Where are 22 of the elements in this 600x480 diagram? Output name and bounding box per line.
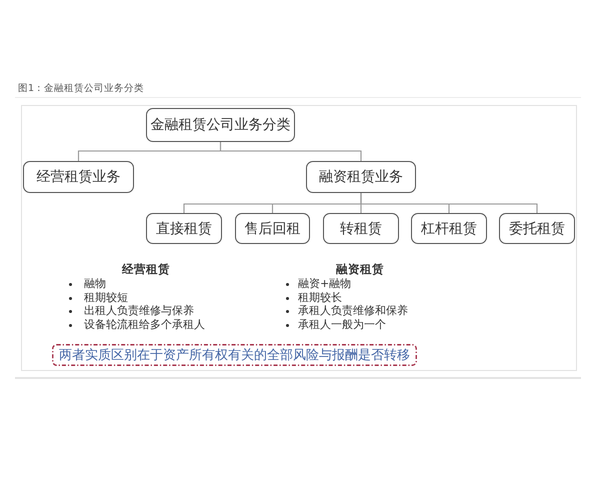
category-box: 转租赁: [323, 213, 399, 244]
list-item: 租期较长: [298, 292, 342, 304]
category-box: 直接租赁: [146, 213, 222, 244]
figure-title: 图1：金融租赁公司业务分类: [18, 84, 144, 94]
note-box: 两者实质区别在于资产所有权有关的全部风险与报酬是否转移: [52, 344, 417, 366]
category-box: 经营租赁业务: [23, 161, 134, 193]
category-box: 售后回租: [235, 213, 310, 244]
category-box: 杠杆租赁: [411, 213, 487, 244]
category-box: 金融租赁公司业务分类: [146, 108, 295, 142]
column-heading: 融资租赁: [335, 264, 385, 276]
list-item: 融资+融物: [298, 278, 352, 290]
list-item: 租期较短: [84, 292, 128, 304]
category-box: 委托租赁: [499, 213, 575, 244]
list-item: 承租人负责维修和保养: [298, 305, 408, 317]
connector-line: [220, 142, 362, 161]
list-item: 出租人负责维修与保养: [84, 305, 194, 317]
list-item: 设备轮流租给多个承租人: [84, 319, 205, 331]
list-item: 承租人一般为一个: [298, 319, 386, 331]
list-item: 融物: [84, 278, 106, 290]
column-heading: 经营租赁: [120, 264, 171, 276]
connector-line: [360, 193, 538, 213]
category-box: 融资租赁业务: [306, 161, 416, 193]
